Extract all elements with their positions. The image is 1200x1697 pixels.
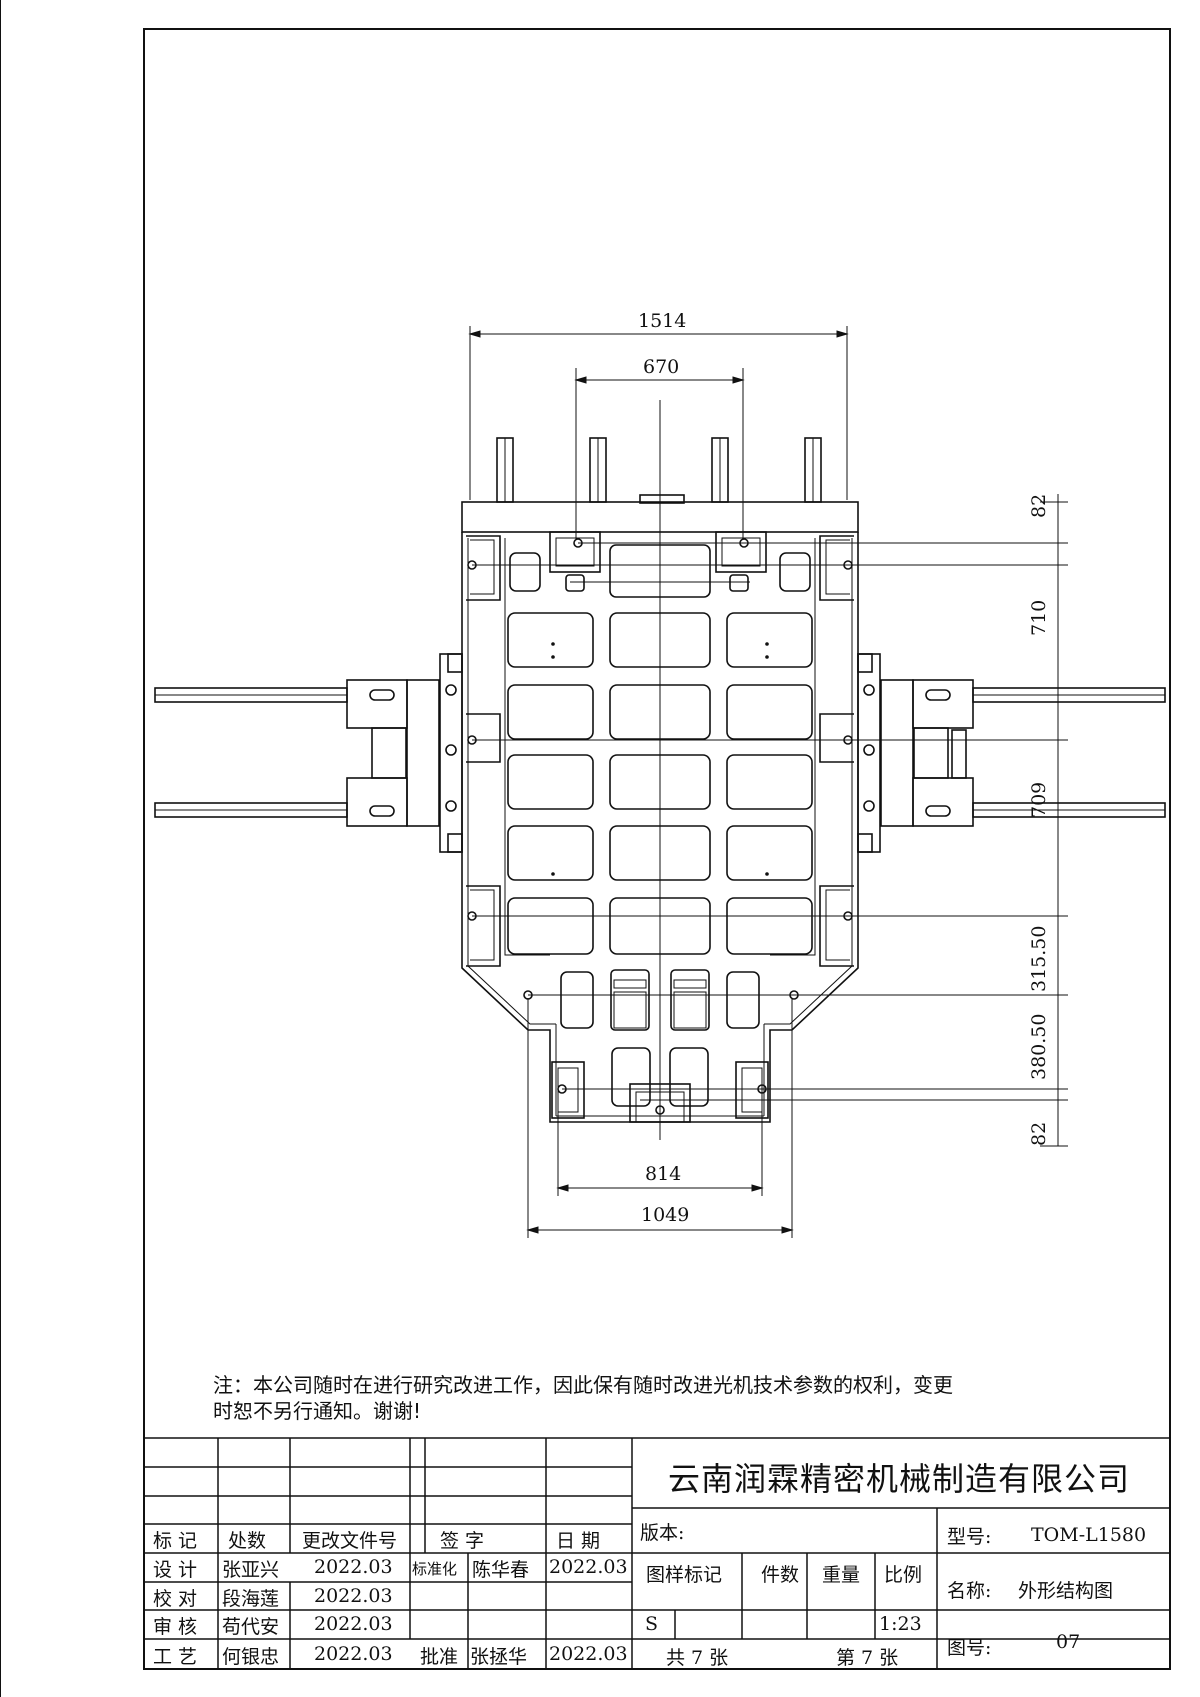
name-check: 段海莲 — [222, 1588, 280, 1610]
dimension-lines-top — [468, 326, 849, 540]
right-arm-assembly — [857, 653, 1166, 853]
version-label: 版本: — [640, 1522, 685, 1544]
dim-right-5: 380.50 — [1028, 1013, 1050, 1080]
scale-label: 比例 — [884, 1564, 923, 1586]
drawing-no-value: 07 — [1056, 1631, 1081, 1653]
dim-bottom-inner-width: 814 — [645, 1163, 682, 1185]
approval-date: 2022.03 — [549, 1643, 628, 1665]
name-label: 名称: — [947, 1580, 992, 1602]
pieces-label: 件数 — [761, 1564, 800, 1586]
role-process: 工 艺 — [153, 1646, 198, 1668]
main-body — [461, 501, 859, 1123]
role-check: 校 对 — [153, 1588, 198, 1610]
approval-name: 张拯华 — [470, 1646, 528, 1668]
standardization-date: 2022.03 — [549, 1556, 628, 1578]
dim-right-1: 82 — [1028, 493, 1050, 518]
name-process: 何银忠 — [222, 1646, 280, 1668]
drawing-no-label: 图号: — [947, 1637, 992, 1659]
date-review: 2022.03 — [314, 1613, 393, 1635]
name-value: 外形结构图 — [1018, 1580, 1114, 1602]
dim-inner-width: 670 — [643, 356, 680, 378]
dim-right-3: 709 — [1028, 781, 1050, 818]
dim-right-2: 710 — [1028, 599, 1050, 636]
role-review: 审 核 — [153, 1616, 198, 1638]
header-mark: 标 记 — [153, 1530, 198, 1552]
weight-label: 重量 — [822, 1564, 861, 1586]
dim-overall-width: 1514 — [638, 310, 687, 332]
standardization-label: 标准化 — [412, 1560, 458, 1578]
role-design: 设 计 — [153, 1559, 198, 1581]
model-label: 型号: — [947, 1526, 992, 1548]
pattern-mark-label: 图样标记 — [646, 1564, 723, 1586]
standardization-name: 陈华春 — [472, 1559, 530, 1581]
corner-brackets — [466, 531, 854, 1119]
left-arm-assembly — [154, 653, 463, 853]
title-block-grid — [143, 1437, 1171, 1670]
dim-right-4: 315.50 — [1028, 925, 1050, 992]
pocket-grid — [507, 612, 813, 1123]
top-rails — [496, 437, 822, 504]
date-process: 2022.03 — [314, 1643, 393, 1665]
date-check: 2022.03 — [314, 1585, 393, 1607]
sheet-edge — [0, 0, 1, 1697]
disclaimer-note: 注：本公司随时在进行研究改进工作，因此保有随时改进光机技术参数的权利，变更 时恕… — [213, 1372, 953, 1424]
dim-right-6: 82 — [1028, 1121, 1050, 1146]
approval-label: 批准 — [420, 1646, 459, 1668]
pattern-mark-value: S — [645, 1613, 659, 1635]
total-sheets: 共 7 张 — [666, 1647, 729, 1669]
header-count: 处数 — [228, 1530, 267, 1552]
note-line-2: 时恕不另行通知。谢谢! — [213, 1399, 422, 1423]
pocket-dots — [551, 642, 769, 876]
dimension-lines-bottom — [526, 998, 794, 1238]
name-review: 苟代安 — [222, 1616, 280, 1638]
dimension-lines-right — [472, 494, 1068, 1147]
scale-value: 1:23 — [879, 1613, 922, 1635]
company-name: 云南润霖精密机械制造有限公司 — [668, 1460, 1131, 1498]
sheet-number: 第 7 张 — [836, 1647, 899, 1669]
dim-bottom-outer-width: 1049 — [641, 1204, 690, 1226]
name-design: 张亚兴 — [222, 1559, 280, 1581]
model-value: TOM-L1580 — [1031, 1524, 1147, 1546]
header-change-doc: 更改文件号 — [302, 1530, 398, 1552]
note-line-1: 注：本公司随时在进行研究改进工作，因此保有随时改进光机技术参数的权利，变更 — [213, 1373, 953, 1397]
date-design: 2022.03 — [314, 1556, 393, 1578]
top-pockets — [509, 544, 811, 598]
header-date: 日 期 — [556, 1530, 601, 1552]
header-sign: 签 字 — [440, 1530, 485, 1552]
